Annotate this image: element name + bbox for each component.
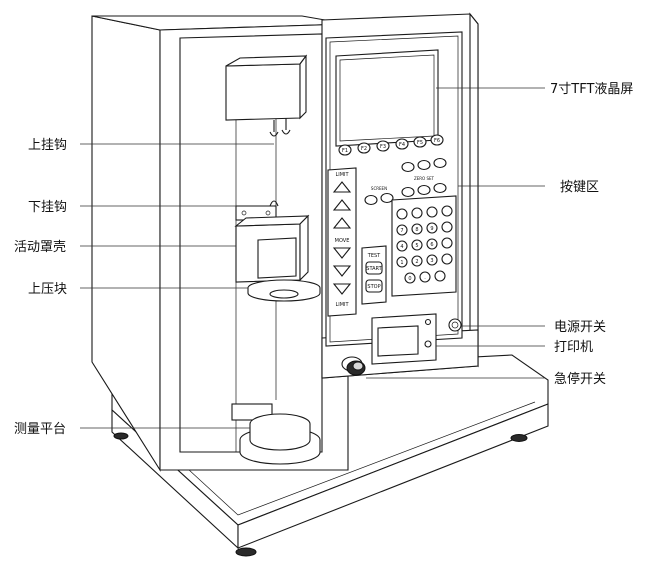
label-screen: 7寸TFT液晶屏 (550, 82, 633, 97)
lcd-screen (335, 49, 439, 147)
key-5[interactable]: 5 (411, 239, 423, 251)
key-9[interactable]: 9 (426, 222, 438, 234)
printer (371, 313, 437, 365)
stop-button[interactable] (365, 279, 383, 293)
aux-key-2[interactable] (417, 159, 431, 171)
down-slow-arrow-icon[interactable] (332, 247, 352, 259)
down-arrow-icon[interactable] (332, 265, 352, 277)
aux-key-1[interactable] (401, 161, 415, 173)
svg-text:F1: F1 (342, 148, 348, 154)
left-arrow-key[interactable] (396, 208, 408, 220)
zero-key-2[interactable] (417, 184, 431, 196)
key-6[interactable]: 6 (426, 238, 438, 250)
svg-text:F3: F3 (380, 144, 386, 150)
svg-text:9: 9 (430, 226, 433, 232)
key-8[interactable]: 8 (411, 223, 423, 235)
svg-text:8: 8 (415, 227, 418, 233)
key-f5[interactable]: F5 (413, 136, 427, 148)
key-1[interactable]: 1 (396, 256, 408, 268)
key-f3[interactable]: F3 (376, 140, 390, 152)
label-printer: 打印机 (554, 340, 593, 355)
svg-text:START: START (366, 266, 382, 272)
upper-press-block (247, 279, 321, 302)
key-f2[interactable]: F2 (357, 142, 371, 154)
svg-text:F6: F6 (434, 138, 440, 144)
func-key-a[interactable] (441, 221, 453, 233)
label-power-switch: 电源开关 (554, 320, 606, 335)
key-f4[interactable]: F4 (395, 138, 409, 150)
leader-lines (80, 87, 545, 429)
callout-labels: 7寸TFT液晶屏 按键区 电源开关 打印机 急停开关 上挂钩 下挂钩 活动罩壳 … (14, 82, 633, 437)
movable-cover[interactable] (234, 214, 310, 283)
key-3[interactable]: 3 (426, 254, 438, 266)
right-arrow-key[interactable] (441, 205, 453, 217)
power-switch[interactable] (448, 318, 462, 332)
label-lower-hook: 下挂钩 (28, 200, 67, 215)
screen-key-2[interactable] (380, 192, 394, 204)
up-slow-arrow-icon[interactable] (332, 217, 352, 229)
screen-label: SCREEN (371, 186, 387, 191)
key-0[interactable]: 0 (404, 272, 416, 284)
label-measuring-platform: 测量平台 (14, 422, 66, 437)
key-f6[interactable]: F6 (430, 134, 444, 146)
start-button[interactable] (365, 261, 383, 275)
key-2[interactable]: 2 (411, 255, 423, 267)
numeric-keypad: 7 8 9 4 5 6 1 2 3 0 . (391, 195, 457, 297)
zero-key-3[interactable] (433, 182, 447, 194)
label-upper-press-block: 上压块 (28, 282, 67, 297)
svg-text:F5: F5 (417, 140, 423, 146)
svg-text:.: . (424, 275, 426, 281)
zero-key-1[interactable] (401, 186, 415, 198)
svg-text:2: 2 (415, 259, 418, 265)
aux-keys: SCREEN ZERO SET (364, 157, 447, 206)
key-f1[interactable]: F1 (338, 144, 352, 156)
down-arrow-key[interactable] (426, 206, 438, 218)
emergency-stop-button[interactable] (341, 356, 366, 376)
svg-text:7: 7 (400, 228, 403, 234)
key-dot[interactable]: . (419, 271, 431, 283)
up-fast-arrow-icon[interactable] (332, 181, 352, 193)
limit-bottom-label: LIMIT (335, 302, 349, 308)
enter-key[interactable] (434, 270, 446, 282)
svg-text:5: 5 (415, 243, 418, 249)
svg-text:3: 3 (430, 258, 433, 264)
svg-text:1: 1 (400, 260, 403, 266)
movement-keys: LIMIT MOVE LIMIT (327, 167, 357, 317)
key-7[interactable]: 7 (396, 224, 408, 236)
svg-text:F4: F4 (399, 142, 405, 148)
up-arrow-key[interactable] (411, 207, 423, 219)
label-keypad: 按键区 (560, 180, 599, 195)
up-arrow-icon[interactable] (332, 199, 352, 211)
printer-paper-slot (377, 325, 419, 357)
upper-hook-assembly (225, 54, 308, 137)
svg-text:4: 4 (400, 244, 403, 250)
func-key-b[interactable] (441, 237, 453, 249)
screen-key-1[interactable] (364, 194, 378, 206)
move-label: MOVE (335, 238, 350, 244)
label-upper-hook: 上挂钩 (28, 138, 67, 153)
function-keys: F1 F2 F3 F4 F5 F6 (338, 134, 444, 156)
limit-top-label: LIMIT (335, 172, 349, 178)
label-emergency-stop: 急停开关 (554, 371, 606, 387)
test-controls: TEST START STOP (361, 245, 387, 305)
zero-set-label: ZERO SET (414, 176, 435, 181)
svg-text:6: 6 (430, 242, 433, 248)
key-4[interactable]: 4 (396, 240, 408, 252)
svg-text:F2: F2 (361, 146, 367, 152)
label-movable-cover: 活动罩壳 (14, 240, 66, 255)
down-fast-arrow-icon[interactable] (332, 283, 352, 295)
measuring-platform (231, 403, 321, 465)
svg-text:STOP: STOP (367, 284, 380, 290)
svg-text:0: 0 (408, 276, 411, 282)
aux-key-3[interactable] (433, 157, 447, 169)
func-key-c[interactable] (441, 253, 453, 265)
test-label: TEST (367, 253, 381, 259)
